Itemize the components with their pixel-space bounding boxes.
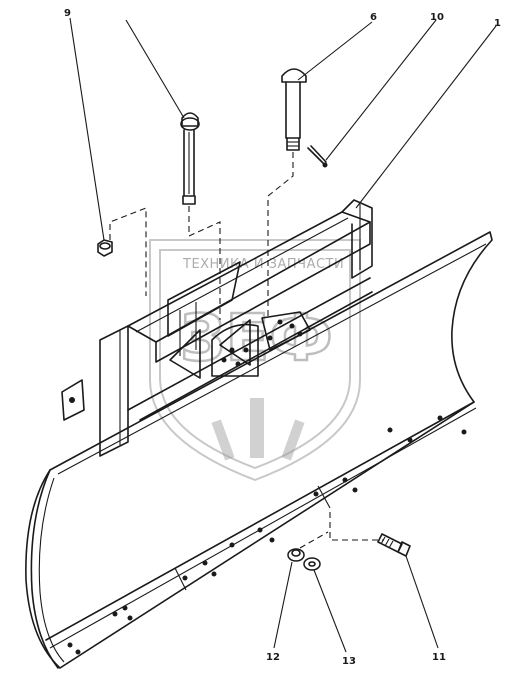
assembly-lines <box>109 152 384 549</box>
pin-with-ring <box>180 112 200 205</box>
nut-9 <box>97 239 113 257</box>
watermark-text: ТЕХНИКА И ЗАПЧАСТИ <box>182 257 344 272</box>
callout-11: 11 <box>432 652 446 663</box>
washer-13 <box>303 557 321 571</box>
wheat-icon <box>211 398 305 461</box>
cotter-pin-10 <box>307 145 328 168</box>
callout-10: 10 <box>430 12 444 23</box>
pivot-holes <box>221 319 303 367</box>
callout-9: 9 <box>64 8 71 19</box>
nut-12 <box>287 548 305 562</box>
cutting-edge-bolt-holes <box>67 415 467 655</box>
bolt-11 <box>377 533 411 557</box>
callout-6: 6 <box>370 12 377 23</box>
bolt-6 <box>281 68 307 151</box>
blade <box>25 231 493 669</box>
watermark-logo-letters: ЗЕФ <box>180 302 333 376</box>
callout-13: 13 <box>342 656 356 667</box>
callout-leaders <box>69 17 497 653</box>
callout-1: 1 <box>494 18 501 29</box>
callout-12: 12 <box>266 652 280 663</box>
watermark-logo: ТЕХНИКА И ЗАПЧАСТИ ЗЕФ <box>149 239 361 482</box>
push-frame <box>61 199 373 457</box>
